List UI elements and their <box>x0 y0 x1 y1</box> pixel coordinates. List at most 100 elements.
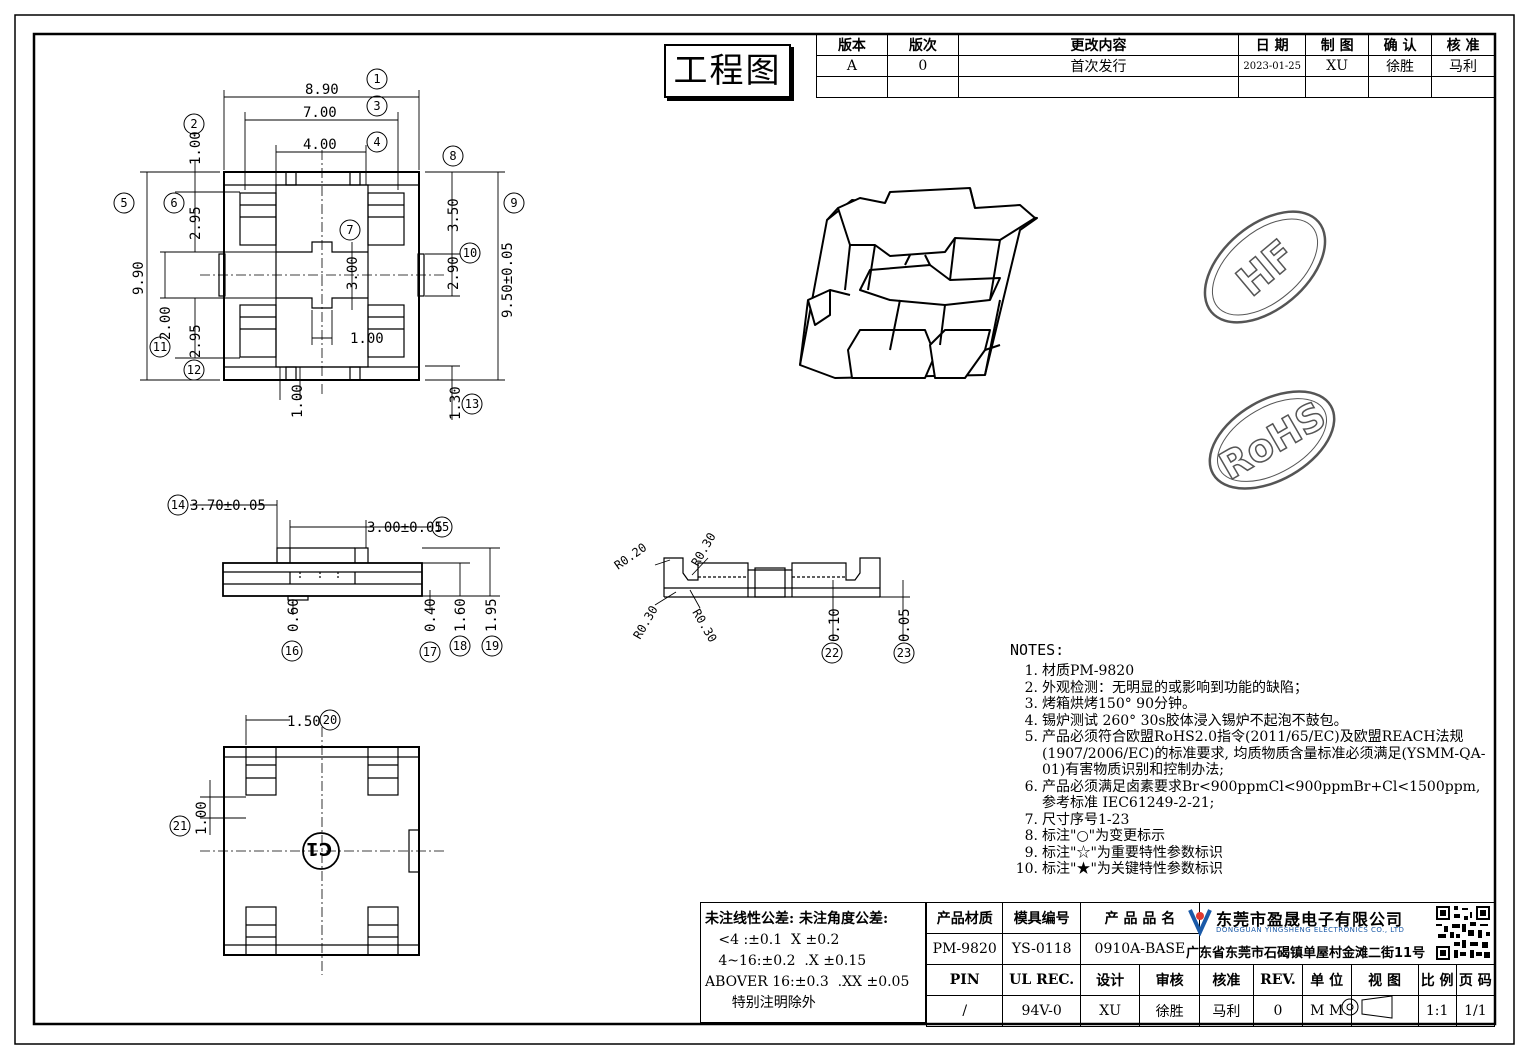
svg-text:14: 14 <box>171 498 185 512</box>
notes-section: NOTES: 1.材质PM-9820 2.外观检测：无明显的或影响到功能的缺陷；… <box>1010 641 1490 878</box>
tb-page-label: 页 码 <box>1455 964 1496 996</box>
balloon-8: 8 <box>442 145 464 167</box>
note-item: 3.烤箱烘烤150° 90分钟。 <box>1024 696 1196 712</box>
note-item: 9.标注"☆"为重要特性参数标识 <box>1024 844 1223 861</box>
tolerance-line: 4~16:±0.2 .X ±0.15 <box>705 953 867 969</box>
dim-2-00: 2.00 <box>158 306 174 340</box>
balloon-18: 18 <box>449 635 471 657</box>
balloon-2: 2 <box>183 113 205 135</box>
balloon-markers: 1 2 3 4 5 6 7 8 9 10 11 12 13 14 15 16 1… <box>113 68 915 837</box>
rev-cell <box>1368 76 1433 98</box>
dim-2-95-a: 2.95 <box>188 206 204 240</box>
tolerance-line: <4 :±0.1 X ±0.2 <box>705 932 840 948</box>
dim-8-90: 8.90 <box>305 82 339 98</box>
note-item: 10.标注"★"为关键特性参数标识 <box>1015 861 1223 877</box>
rev-cell: 2023-01-25 <box>1238 55 1307 77</box>
tb-ul-label: UL REC. <box>1002 964 1081 996</box>
balloon-22: 22 <box>821 642 843 664</box>
note-item: 6.产品必须满足卤素要求Br<900ppmCl<900ppmBr+Cl<1500… <box>1024 778 1481 812</box>
tb-pin-value: / <box>925 995 1004 1027</box>
dim-1-00-c: 1.00 <box>290 384 306 418</box>
tb-design-label: 设计 <box>1079 964 1141 996</box>
dim-1-00-b: 1.00 <box>350 331 384 347</box>
qr-code-icon <box>1434 904 1492 962</box>
rev-header-date: 日 期 <box>1238 34 1307 56</box>
balloon-15: 15 <box>431 516 453 538</box>
section-view <box>663 557 881 598</box>
tb-material-value: PM-9820 <box>925 933 1004 965</box>
section-view-dimensions <box>654 557 910 640</box>
tb-product-label: 产 品 品 名 <box>1079 902 1200 934</box>
company-block: 东莞市盈晟电子有限公司 DONGGUAN YINGSHENG ELECTRONI… <box>1184 904 1432 964</box>
balloon-10: 10 <box>459 242 481 264</box>
rev-cell: 马利 <box>1431 55 1495 77</box>
balloon-1: 1 <box>366 68 388 90</box>
balloon-14: 14 <box>167 494 189 516</box>
tb-unit-label: 单 位 <box>1301 964 1352 996</box>
dim-1-00-a: 1.00 <box>188 131 204 165</box>
svg-text:5: 5 <box>120 196 127 210</box>
tb-scale-value: 1:1 <box>1417 995 1457 1027</box>
dim-1-00-d: 1.00 <box>194 801 210 835</box>
balloon-13: 13 <box>461 393 483 415</box>
tolerance-line: ABOVER 16:±0.3 .XX ±0.05 <box>705 974 910 990</box>
tb-approve-value: 马利 <box>1198 995 1254 1027</box>
balloon-12: 12 <box>183 359 205 381</box>
svg-text:16: 16 <box>285 644 299 658</box>
dimension-labels: 8.90 7.00 4.00 1.00 2.95 9.90 2.00 2.95 … <box>131 82 913 859</box>
tb-scale-label: 比 例 <box>1417 964 1457 996</box>
pin-one-mark: C1 <box>306 838 332 859</box>
dim-1-95: 1.95 <box>484 598 500 632</box>
tolerance-line: 特别注明除外 <box>705 995 816 1011</box>
dim-7-00: 7.00 <box>303 105 337 121</box>
tb-pin-label: PIN <box>925 964 1004 996</box>
rev-cell <box>1238 76 1307 98</box>
balloon-17: 17 <box>419 641 441 663</box>
rev-cell: 0 <box>886 55 959 77</box>
svg-text:3: 3 <box>373 99 380 113</box>
rev-cell <box>886 76 959 98</box>
rev-cell: 徐胜 <box>1368 55 1433 77</box>
dim-3-00: 3.00 <box>345 256 361 290</box>
tolerance-line: 未注线性公差: 未注角度公差: <box>705 911 889 927</box>
balloon-23: 23 <box>893 642 915 664</box>
bottom-view-dimensions <box>200 715 290 835</box>
tb-mold-value: YS-0118 <box>1002 933 1081 965</box>
company-name-en: DONGGUAN YINGSHENG ELECTRONICS CO., LTD <box>1216 926 1405 934</box>
radius-0-30-c: R0.30 <box>689 607 719 645</box>
balloon-3: 3 <box>366 95 388 117</box>
top-view-dimensions <box>140 90 505 420</box>
svg-text:6: 6 <box>170 196 177 210</box>
rohs-text: RoHS <box>1212 393 1333 488</box>
rev-header-confirm: 确 认 <box>1368 34 1433 56</box>
tb-review-label: 审核 <box>1139 964 1200 996</box>
bottom-view <box>200 727 445 975</box>
dim-1-30: 1.30 <box>448 386 464 420</box>
dim-0-10: 0.10 <box>827 608 843 642</box>
balloon-11: 11 <box>149 336 171 358</box>
rev-header-change: 更改内容 <box>957 34 1240 56</box>
dim-1-50: 1.50 <box>287 714 321 730</box>
dim-9-50: 9.50±0.05 <box>500 242 516 318</box>
company-address: 广东省东莞市石碣镇单屋村金滩二街11号 <box>1186 946 1426 961</box>
svg-text:15: 15 <box>435 520 449 534</box>
tb-design-value: XU <box>1079 995 1141 1027</box>
top-view <box>200 150 445 395</box>
dim-2-95-b: 2.95 <box>188 324 204 358</box>
revision-table: 版本 版次 更改内容 日 期 制 图 确 认 核 准 A 0 首次发行 2023… <box>816 34 1495 98</box>
svg-text:18: 18 <box>453 639 467 653</box>
svg-text:23: 23 <box>897 646 911 660</box>
radius-0-20: R0.20 <box>612 540 650 572</box>
svg-text:11: 11 <box>153 340 167 354</box>
svg-text:12: 12 <box>187 363 201 377</box>
svg-text:17: 17 <box>423 645 437 659</box>
rev-header-edition: 版次 <box>886 34 959 56</box>
svg-text:21: 21 <box>173 819 187 833</box>
svg-text:10: 10 <box>463 246 477 260</box>
company-logo-icon <box>1188 909 1212 936</box>
tb-rev-label: REV. <box>1252 964 1303 996</box>
balloon-20: 20 <box>319 709 341 731</box>
svg-text:19: 19 <box>485 639 499 653</box>
